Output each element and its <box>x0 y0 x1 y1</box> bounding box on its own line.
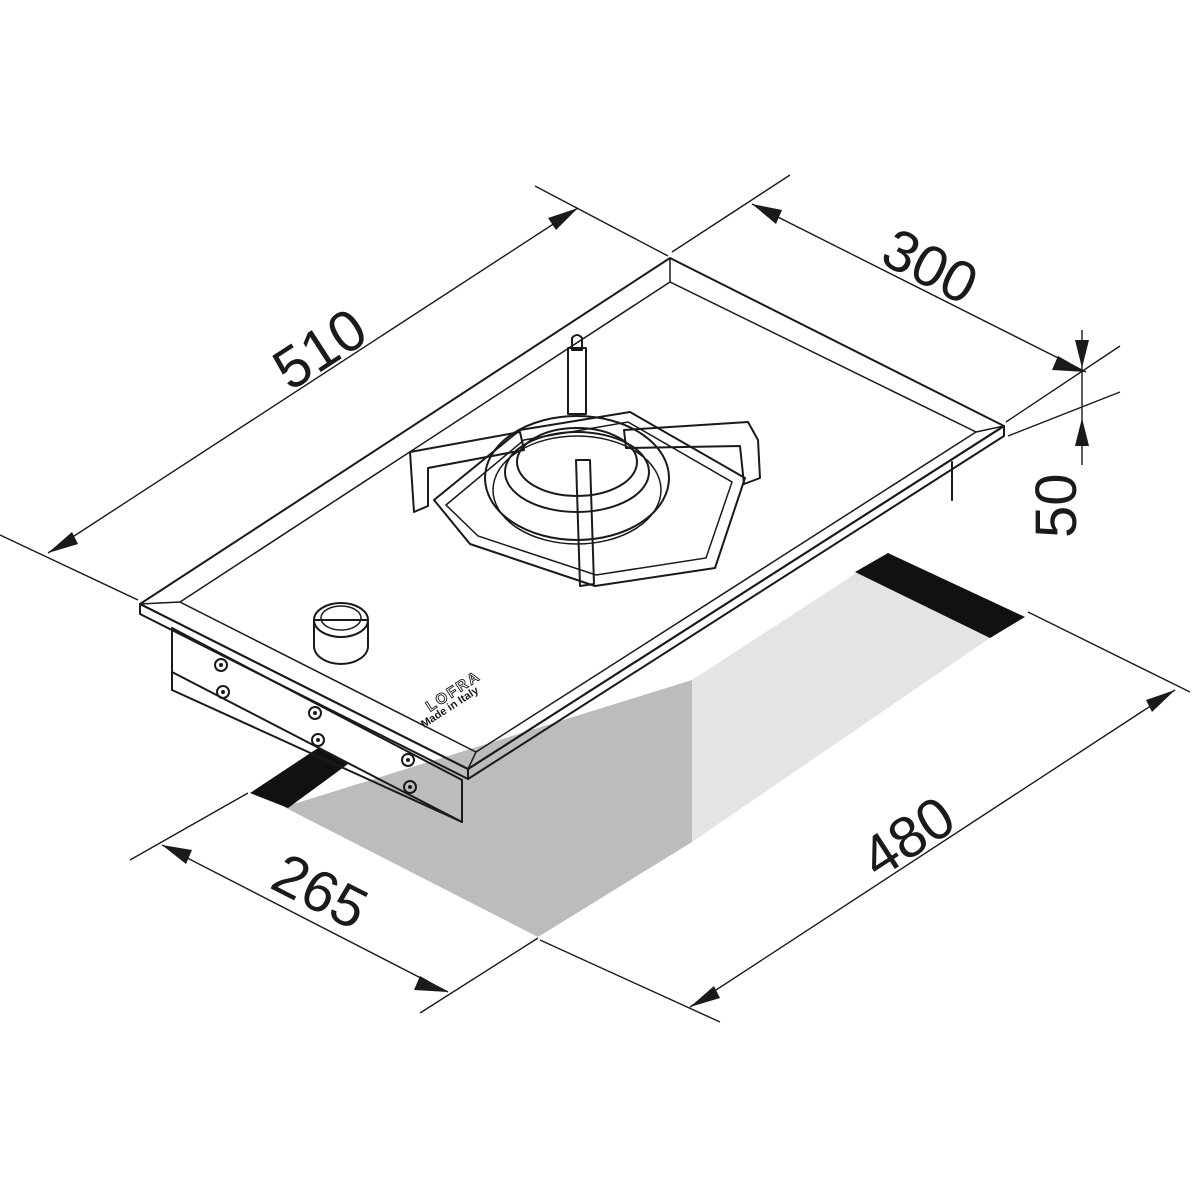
screw-icon <box>403 780 417 794</box>
hob-top-plate <box>139 257 1005 780</box>
screw-icon <box>308 706 322 720</box>
burner-assembly <box>409 334 761 587</box>
pan-support-front <box>575 459 595 587</box>
screw-icon <box>216 685 230 699</box>
pan-support-right <box>623 421 761 485</box>
pan-support-back <box>567 347 587 415</box>
dimension-label-50: 50 <box>1024 473 1089 538</box>
burner-ring <box>484 415 670 541</box>
dimension-label-480: 480 <box>850 784 967 891</box>
pan-support-left <box>409 431 525 513</box>
dimension-height: 50 <box>1007 330 1121 538</box>
arrow-head-icon <box>690 986 720 1007</box>
top-plate-edge <box>139 603 469 780</box>
control-knob <box>313 602 369 665</box>
seal-strip-front <box>250 748 348 808</box>
cutout-dark-face <box>284 680 692 937</box>
arrow-head-icon <box>1075 418 1089 446</box>
cutout-recess <box>250 553 1025 937</box>
arrow-head-icon <box>414 976 448 992</box>
arrow-head-icon <box>548 208 578 230</box>
dimension-label-510: 510 <box>262 296 379 403</box>
dimension-top-width: 300 <box>671 174 1121 423</box>
cutout-light-face <box>692 572 990 842</box>
screw-icon <box>214 658 228 672</box>
seal-strip-back <box>855 553 1025 638</box>
top-plate-edge-right <box>467 425 1005 780</box>
burner-drip-tray <box>433 411 746 587</box>
arrow-head-icon <box>162 845 192 864</box>
hob-body <box>171 461 953 823</box>
dimension-label-265: 265 <box>262 841 378 943</box>
arrow-head-icon <box>1075 340 1089 368</box>
screw-icon <box>401 753 415 767</box>
screw-icon <box>311 733 325 747</box>
arrow-head-icon <box>1146 690 1175 712</box>
arrow-head-icon <box>752 204 782 224</box>
dimension-label-300: 300 <box>872 216 988 318</box>
arrow-head-icon <box>48 532 78 553</box>
arrow-head-icon <box>1052 356 1086 372</box>
